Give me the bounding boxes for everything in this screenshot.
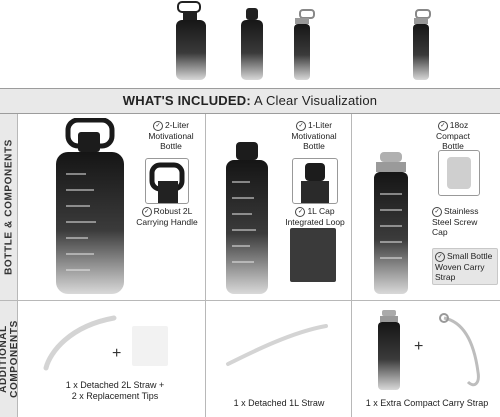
carry-strap-illustration xyxy=(439,313,480,387)
check-icon: ✓ xyxy=(295,120,306,131)
col2-title-line3: Bottle xyxy=(303,140,325,151)
check-icon: ✓ xyxy=(141,206,152,217)
plus-sign-col1: + xyxy=(112,345,122,362)
row-divider xyxy=(0,300,500,301)
side-label-additional-line1: ADDITIONAL xyxy=(0,324,9,393)
side-label-additional: ADDITIONAL COMPONENTS xyxy=(0,320,20,398)
col3-callout: ✓Stainless Steel Screw Cap xyxy=(432,206,496,237)
col1-callout-line2: Carrying Handle xyxy=(136,216,198,227)
col3-callout2-line1: Small Bottle xyxy=(447,251,493,261)
col1-callout: ✓Robust 2L Carrying Handle xyxy=(132,206,202,227)
header-title-rest: A Clear Visualization xyxy=(250,93,378,108)
straw-2l-illustration xyxy=(43,315,117,371)
col3-bottom-caption: 1 x Extra Compact Carry Strap xyxy=(354,398,500,409)
check-icon: ✓ xyxy=(295,206,306,217)
col2-scale-closeup xyxy=(290,228,336,282)
col2-bottom-caption: 1 x Detached 1L Straw xyxy=(210,398,348,409)
replacement-tips-bag xyxy=(132,326,168,366)
bottle-18oz-illustration xyxy=(374,152,408,294)
bottle-2l-illustration xyxy=(56,118,124,294)
thumb-18oz-bottle-solo xyxy=(413,9,431,80)
col2-callout-line1: 1L Cap xyxy=(307,206,335,216)
col3-strap-closeup xyxy=(438,150,480,196)
col3-callout2: ✓Small Bottle Woven Carry Strap xyxy=(432,248,498,285)
header-title-bold: WHAT'S INCLUDED: xyxy=(122,93,251,108)
col2-bottom-line1: 1 x Detached 1L Straw xyxy=(233,398,325,408)
col1-callout-line1: Robust 2L xyxy=(153,206,193,216)
col3-title-line2: Compact xyxy=(435,130,470,141)
col2-title-line2: Motivational xyxy=(291,130,337,141)
handle-closeup-image xyxy=(149,162,185,203)
side-label-bottle: BOTTLE & COMPONENTS xyxy=(3,139,14,275)
cap-closeup-image xyxy=(301,163,329,203)
straw-1l-illustration xyxy=(226,324,328,366)
thumb-2l-bottle xyxy=(176,1,206,80)
col3-callout-line3: Cap xyxy=(432,226,448,237)
side-band-additional: ADDITIONAL COMPONENTS xyxy=(0,300,20,417)
col3-callout-line1: Stainless xyxy=(444,206,479,216)
col2-cap-closeup xyxy=(292,158,338,204)
col3-bottom-line1: 1 x Extra Compact Carry Strap xyxy=(365,398,489,408)
strap-closeup-image xyxy=(447,157,471,189)
col1-handle-closeup xyxy=(145,158,189,204)
column-divider-1 xyxy=(205,114,206,417)
side-label-additional-line2: COMPONENTS xyxy=(8,319,20,398)
check-icon: ✓ xyxy=(437,120,448,131)
col1-bottom-line1: 1 x Detached 2L Straw + xyxy=(65,380,165,390)
col3-title-line1: 18oz xyxy=(449,120,469,130)
col1-title-line2: Motivational xyxy=(148,130,194,141)
col3-title: ✓18oz Compact Bottle xyxy=(420,120,486,151)
plus-sign-col3: + xyxy=(414,338,424,355)
col3-callout2-line2: Woven Carry xyxy=(435,261,485,272)
thumb-1l-bottle xyxy=(241,8,263,80)
section-header: WHAT'S INCLUDED: A Clear Visualization xyxy=(0,88,500,114)
col1-bottom-caption: 1 x Detached 2L Straw + 2 x Replacement … xyxy=(40,380,190,402)
column-divider-2 xyxy=(351,114,352,417)
col1-title: ✓2-Liter Motivational Bottle xyxy=(138,120,204,151)
col2-title-line1: 1-Liter xyxy=(307,120,333,130)
check-icon: ✓ xyxy=(152,120,163,131)
col3-callout-line2: Steel Screw xyxy=(432,216,478,227)
product-thumbnail-strip xyxy=(0,0,500,88)
col1-bottom-line2: 2 x Replacement Tips xyxy=(71,391,159,401)
bottle-18oz-small-illustration xyxy=(378,310,400,390)
col2-callout-line2: Integrated Loop xyxy=(285,216,345,227)
col1-title-line1: 2-Liter xyxy=(164,120,190,130)
col2-callout: ✓1L Cap Integrated Loop xyxy=(282,206,348,227)
col3-callout2-line3: Strap xyxy=(435,271,456,282)
check-icon: ✓ xyxy=(435,251,445,262)
side-band-bottle: BOTTLE & COMPONENTS xyxy=(0,114,18,300)
thumb-18oz-bottle xyxy=(294,9,315,80)
thumbnail-bottles-illustration xyxy=(176,1,431,80)
col3-title-line3: Bottle xyxy=(442,140,464,151)
bottle-1l-illustration xyxy=(226,142,268,294)
col2-title: ✓1-Liter Motivational Bottle xyxy=(282,120,346,151)
col1-title-line3: Bottle xyxy=(160,140,182,151)
check-icon: ✓ xyxy=(432,206,442,217)
